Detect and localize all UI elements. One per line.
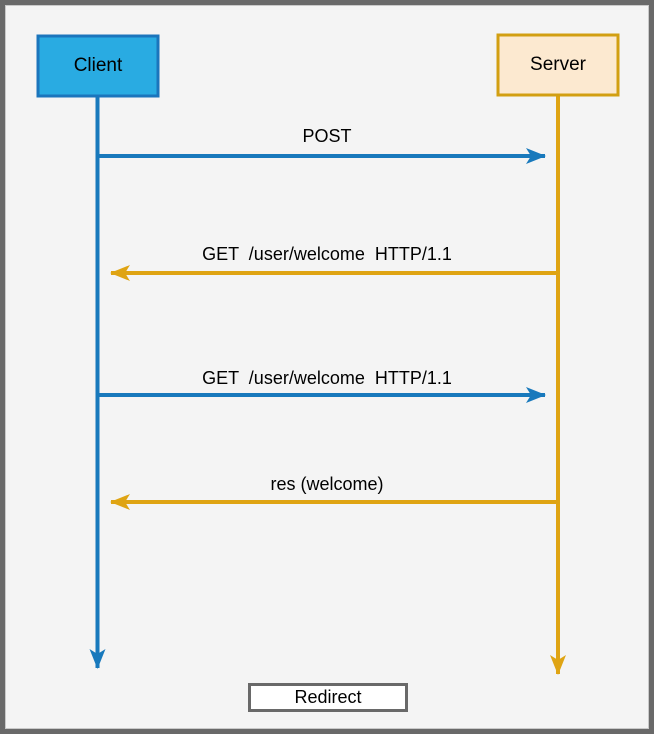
- client-actor-label: Client: [73, 55, 123, 76]
- diagram-caption: Redirect: [248, 683, 408, 712]
- server-actor-box: [496, 33, 620, 97]
- message-label-post: POST: [302, 126, 352, 146]
- server-actor-label: Server: [530, 54, 586, 75]
- message-label-get-redirect: GET /user/welcome HTTP/1.1: [202, 244, 452, 264]
- message-label-get-welcome: GET /user/welcome HTTP/1.1: [202, 368, 452, 388]
- diagram-caption-label: Redirect: [294, 687, 362, 707]
- message-label-response: res (welcome): [270, 474, 384, 494]
- client-actor-box: [36, 34, 160, 98]
